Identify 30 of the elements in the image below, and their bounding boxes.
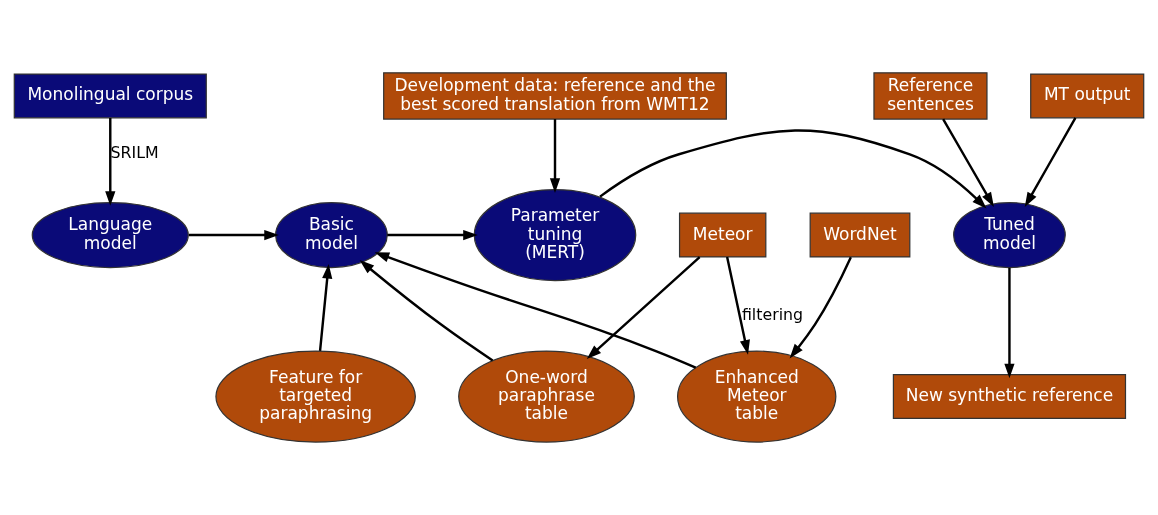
node-ellipse: Tuned model <box>953 201 1066 269</box>
arrow <box>318 264 333 351</box>
arrow <box>188 229 279 241</box>
node-box: WordNet <box>809 212 911 258</box>
node-box: New synthetic reference <box>892 374 1127 420</box>
arrow <box>942 118 994 207</box>
edge-label: SRILM <box>110 143 159 163</box>
arrow <box>586 256 701 360</box>
arrow <box>1004 267 1015 379</box>
node-box: MT output <box>1030 73 1145 119</box>
arrow <box>725 256 750 355</box>
node-ellipse: Feature for targeted paraphrasing <box>215 350 416 443</box>
arrow <box>1024 117 1077 207</box>
arrow <box>387 229 478 241</box>
edge-label: filtering <box>741 304 804 324</box>
node-ellipse: Parameter tuning (MERT) <box>473 188 637 282</box>
arrow <box>789 256 852 359</box>
arrow <box>374 252 697 369</box>
node-ellipse: Enhanced Meteor table <box>677 350 837 443</box>
node-box: Development data: reference and the best scored translation from WMT12 <box>383 72 727 120</box>
arrow <box>105 117 116 206</box>
node-ellipse: One-word paraphrase table <box>458 350 635 443</box>
node-ellipse: Language model <box>31 201 189 269</box>
node-box: Meteor <box>678 212 767 258</box>
node-box: Reference sentences <box>873 72 988 120</box>
node-ellipse: Basic model <box>275 201 388 269</box>
arrow <box>599 129 987 209</box>
arrow <box>549 119 561 193</box>
arrow <box>359 260 494 362</box>
node-box: Monolingual corpus <box>13 73 207 119</box>
